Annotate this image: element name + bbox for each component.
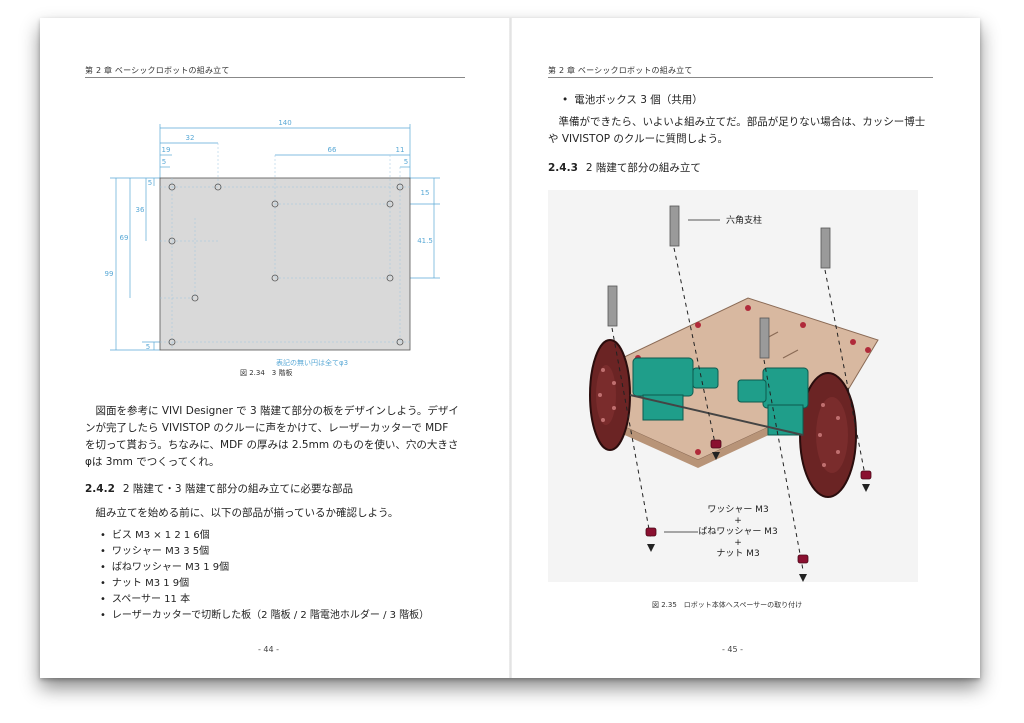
label-spring-washer: ばねワッシャー M3	[698, 526, 777, 537]
dim-66: 66	[328, 146, 337, 154]
section-title: 2 階建て・3 階建て部分の組み立てに必要な部品	[122, 483, 353, 495]
list-item: スペーサー 11 本	[100, 592, 480, 608]
running-head: 第 2 章 ベーシックロボットの組み立て	[548, 66, 693, 75]
book-spread: 第 2 章 ベーシックロボットの組み立て	[40, 18, 980, 678]
running-head-rule	[548, 77, 933, 78]
label-plus: +	[734, 516, 742, 526]
list-item: ナット M3 1 9個	[100, 576, 480, 592]
list-item: 電池ボックス 3 個（共用）	[562, 92, 942, 108]
section-heading: 2.4.2 2 階建て・3 階建て部分の組み立てに必要な部品	[85, 481, 353, 496]
figure-caption: 図 2.34 3 階板	[240, 369, 293, 377]
dim-69: 69	[120, 234, 129, 242]
list-item: ワッシャー M3 3 5個	[100, 544, 480, 560]
body-paragraph: 図面を参考に VIVI Designer で 3 階建て部分の板をデザインしよう…	[85, 403, 470, 471]
dim-5-top: 5	[162, 158, 166, 166]
paragraph-line: φは 3mm でつくってくれ。	[85, 456, 220, 468]
dim-41-5: 41.5	[417, 237, 433, 245]
section-number: 2.4.3	[548, 162, 578, 174]
running-head: 第 2 章 ベーシックロボットの組み立て	[85, 66, 230, 75]
dim-5-bottom: 5	[146, 343, 150, 351]
label-washer: ワッシャー M3	[707, 505, 768, 515]
section-title: 2 階建て部分の組み立て	[585, 162, 701, 174]
label-plus: +	[734, 538, 742, 548]
body-paragraph: 準備ができたら、いよいよ組み立てだ。部品が足りない場合は、カッシー博士 や VI…	[548, 114, 938, 148]
paragraph-line: を切って貰おう。ちなみに、MDF の厚みは 2.5mm のものを使い、穴の大きさ	[85, 439, 459, 451]
running-head-rule	[85, 77, 465, 78]
figure-caption: 図 2.35 ロボット本体へスペーサーの取り付け	[652, 601, 803, 609]
right-page: 第 2 章 ベーシックロボットの組み立て 電池ボックス 3 個（共用） 準備がで…	[510, 18, 980, 678]
label-nut: ナット M3	[716, 548, 759, 559]
dim-5-right: 5	[404, 158, 408, 166]
paragraph-line: 図面を参考に VIVI Designer で 3 階建て部分の板をデザインしよう…	[85, 405, 459, 417]
dim-32: 32	[186, 134, 195, 142]
dim-5-vert: 5	[148, 179, 152, 187]
dim-19: 19	[162, 146, 171, 154]
label-hex-spacer: 六角支柱	[726, 214, 762, 226]
list-item: ビス M3 × 1 2 1 6個	[100, 528, 480, 544]
list-item: レーザーカッターで切断した板（2 階板 / 2 階電池ホルダー / 3 階板）	[100, 608, 480, 624]
book-gutter	[509, 18, 512, 678]
page-number: - 44 -	[258, 645, 280, 654]
plate-drawing: 140 32 19 5 66 11 5 5 36 69 99 5 15 41.5…	[105, 119, 440, 367]
dim-99: 99	[105, 270, 114, 278]
dim-15: 15	[421, 189, 430, 197]
parts-list: ビス M3 × 1 2 1 6個 ワッシャー M3 3 5個 ばねワッシャー M…	[100, 528, 480, 624]
paragraph-line: ンが完了したら VIVISTOP のクルーに声をかけて、レーザーカッターで MD…	[85, 422, 449, 434]
page-number: - 45 -	[722, 645, 744, 654]
dim-140: 140	[278, 119, 291, 127]
section-number: 2.4.2	[85, 483, 115, 495]
dim-36: 36	[136, 206, 145, 214]
robot-assembly-illustration: 六角支柱 ワッシャー M3 + ばねワッシャー M3 + ナット M3	[548, 190, 918, 582]
intro-text: 組み立てを始める前に、以下の部品が揃っているか確認しよう。	[85, 507, 399, 519]
left-page: 第 2 章 ベーシックロボットの組み立て	[40, 18, 510, 678]
hole-note: 表記の無い円は全てφ3	[276, 358, 348, 367]
section-heading: 2.4.3 2 階建て部分の組み立て	[548, 160, 701, 175]
paragraph-line: 準備ができたら、いよいよ組み立てだ。部品が足りない場合は、カッシー博士	[548, 116, 926, 128]
dim-11: 11	[396, 146, 405, 154]
list-item: ばねワッシャー M3 1 9個	[100, 560, 480, 576]
paragraph-line: や VIVISTOP のクルーに質問しよう。	[548, 133, 728, 145]
parts-list-continued: 電池ボックス 3 個（共用）	[562, 92, 942, 108]
